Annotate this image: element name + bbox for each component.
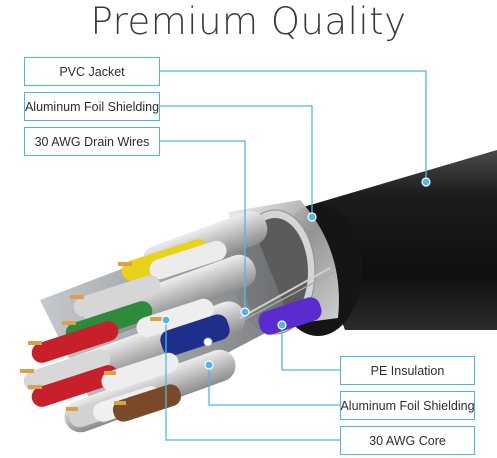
label-drain-wires: 30 AWG Drain Wires xyxy=(24,127,160,156)
leader-lines xyxy=(160,70,427,441)
conductor-purple xyxy=(258,297,322,335)
conductor-grey-1 xyxy=(70,275,161,317)
label-pvc-jacket: PVC Jacket xyxy=(24,57,160,86)
conductor-white-3 xyxy=(101,352,179,392)
label-aluminum-foil-shielding-bottom: Aluminum Foil Shielding xyxy=(340,391,475,420)
conductor-grey-2 xyxy=(20,349,111,391)
leader-dots xyxy=(161,177,431,370)
label-aluminum-foil-shielding-top: Aluminum Foil Shielding xyxy=(24,92,160,121)
conductor-brown xyxy=(112,384,182,422)
page-title: Premium Quality xyxy=(90,0,407,43)
drain-wire xyxy=(203,267,335,347)
conductor-white-2 xyxy=(136,298,214,338)
conductor-red-2 xyxy=(28,365,119,407)
conductor-red-1 xyxy=(28,321,119,363)
conductor-blue xyxy=(160,314,230,356)
label-pe-insulation: PE Insulation xyxy=(340,356,475,385)
conductor-white-top xyxy=(149,240,227,280)
label-awg-core: 30 AWG Core xyxy=(340,426,475,455)
